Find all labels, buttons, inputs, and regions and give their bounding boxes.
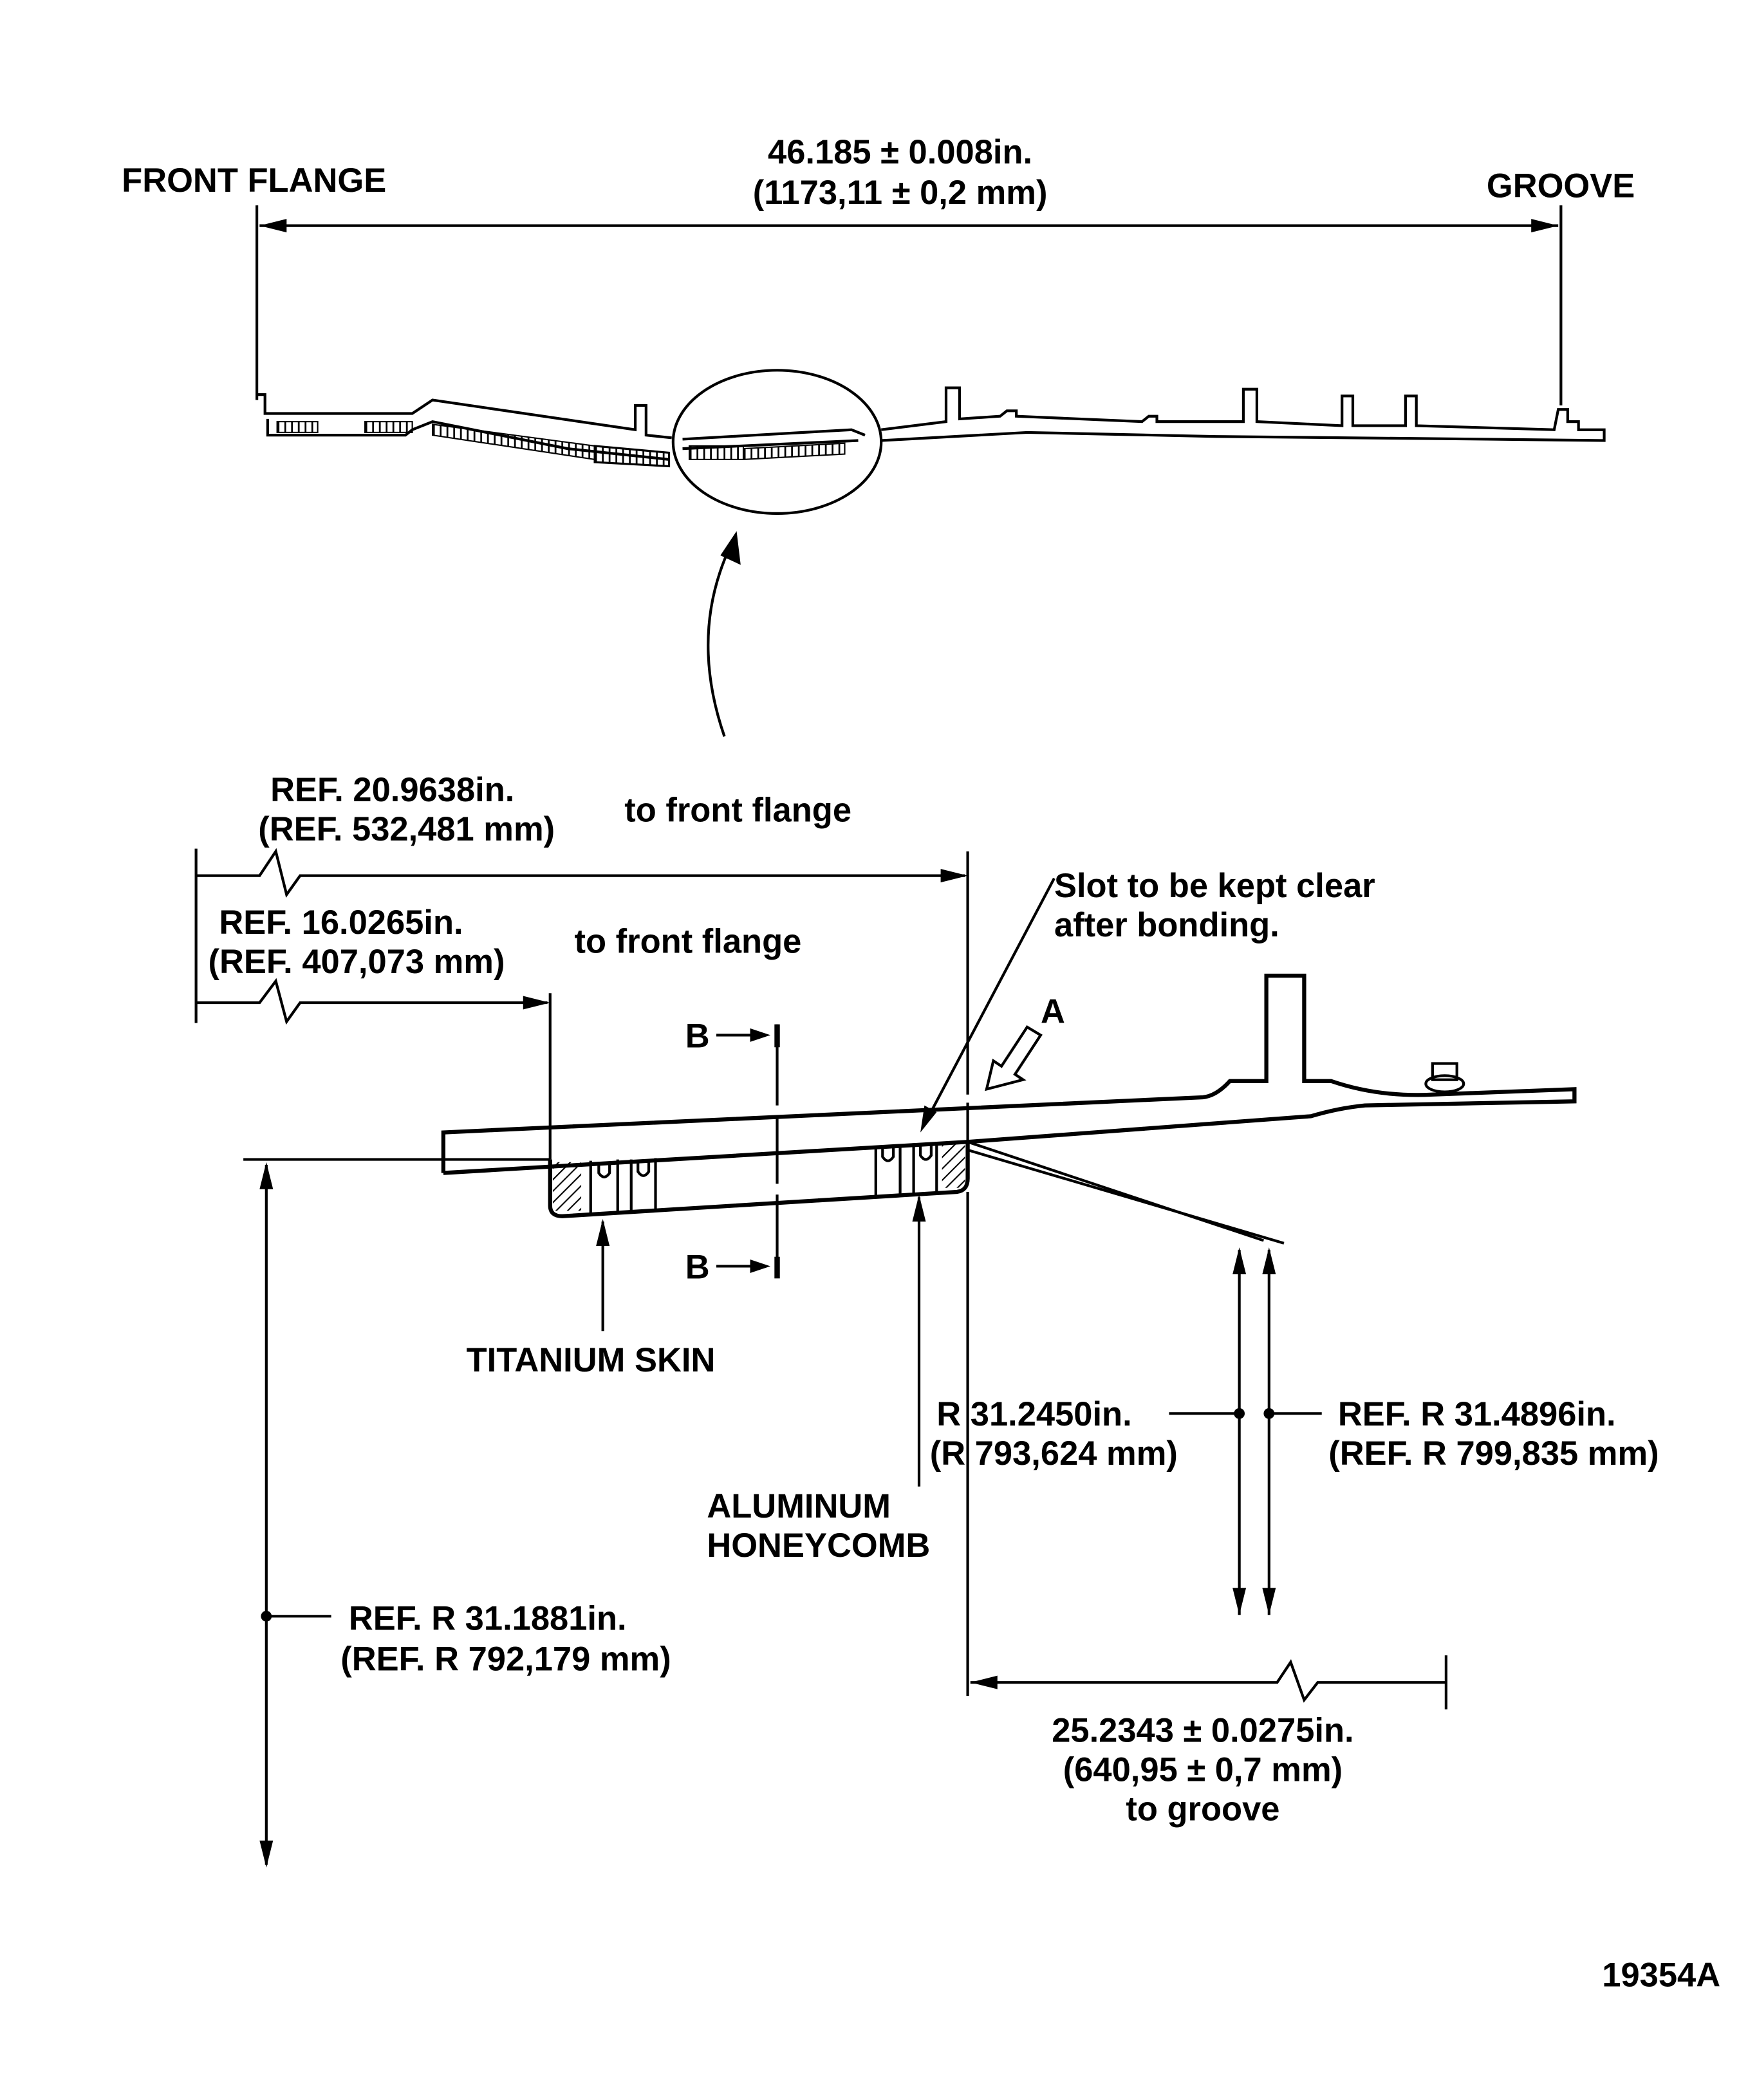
section-b-bottom-label: B (685, 1248, 710, 1286)
honeycomb-leader (912, 1194, 926, 1487)
r-outer-inches: REF. R 31.4896in. (1338, 1395, 1616, 1433)
r-inner-millimeters: (R 793,624 mm) (930, 1435, 1178, 1473)
overall-dimension-mm: (1173,11 ± 0,2 mm) (753, 174, 1048, 212)
section-b-top-label: B (685, 1017, 710, 1055)
dim1-suffix: to front flange (624, 792, 851, 830)
r-inner-inches: R 31.2450in. (936, 1395, 1131, 1433)
dim1-line (194, 848, 968, 1023)
slot-leader-arrow (920, 877, 1055, 1133)
r-ref-inches: REF. R 31.1881in. (349, 1599, 627, 1637)
honeycomb-label-line2: HONEYCOMB (707, 1527, 930, 1565)
groove-dimension-line (970, 1655, 1447, 1710)
casing-section-detail (243, 973, 1577, 1175)
detail-callout-ellipse (671, 369, 883, 516)
dim1-inches: REF. 20.9638in. (270, 771, 514, 809)
honeycomb-label-line1: ALUMINUM (707, 1487, 891, 1525)
overall-dimension-line (256, 205, 1563, 405)
groove-dim-millimeters: (640,95 ± 0,7 mm) (1063, 1751, 1343, 1789)
groove-label: GROOVE (1487, 167, 1635, 205)
dim1-millimeters: (REF. 532,481 mm) (258, 810, 555, 848)
slot-note-line1: Slot to be kept clear (1054, 867, 1375, 905)
view-a-label: A (1041, 993, 1065, 1031)
slot-note-line2: after bonding. (1054, 906, 1279, 944)
bolt-icon (1424, 1062, 1465, 1093)
front-flange-label: FRONT FLANGE (122, 162, 386, 200)
dim2-inches: REF. 16.0265in. (219, 904, 463, 942)
ref-radius-line (259, 1162, 331, 1868)
section-b-b (716, 1024, 780, 1279)
r-ref-millimeters: (REF. R 792,179 mm) (340, 1640, 671, 1678)
r-outer-millimeters: (REF. R 799,835 mm) (1328, 1435, 1659, 1473)
titanium-skin-leader (596, 1218, 610, 1332)
dim2-line (196, 851, 969, 1696)
detail-callout-arrow (707, 531, 741, 738)
dim2-suffix: to front flange (575, 922, 802, 960)
overall-dimension-in: 46.185 ± 0.008in. (768, 133, 1032, 171)
view-a-arrow-icon (985, 1025, 1043, 1092)
casing-profile-overview (257, 386, 1606, 468)
groove-dim-suffix: to groove (1126, 1790, 1279, 1828)
honeycomb-section (548, 1142, 970, 1218)
dim2-millimeters: (REF. 407,073 mm) (209, 943, 505, 981)
groove-dim-inches: 25.2343 ± 0.0275in. (1052, 1712, 1353, 1750)
radius-lines (967, 1140, 1322, 1615)
titanium-skin-label: TITANIUM SKIN (467, 1341, 716, 1379)
figure-number: 19354A (1602, 1956, 1720, 1994)
